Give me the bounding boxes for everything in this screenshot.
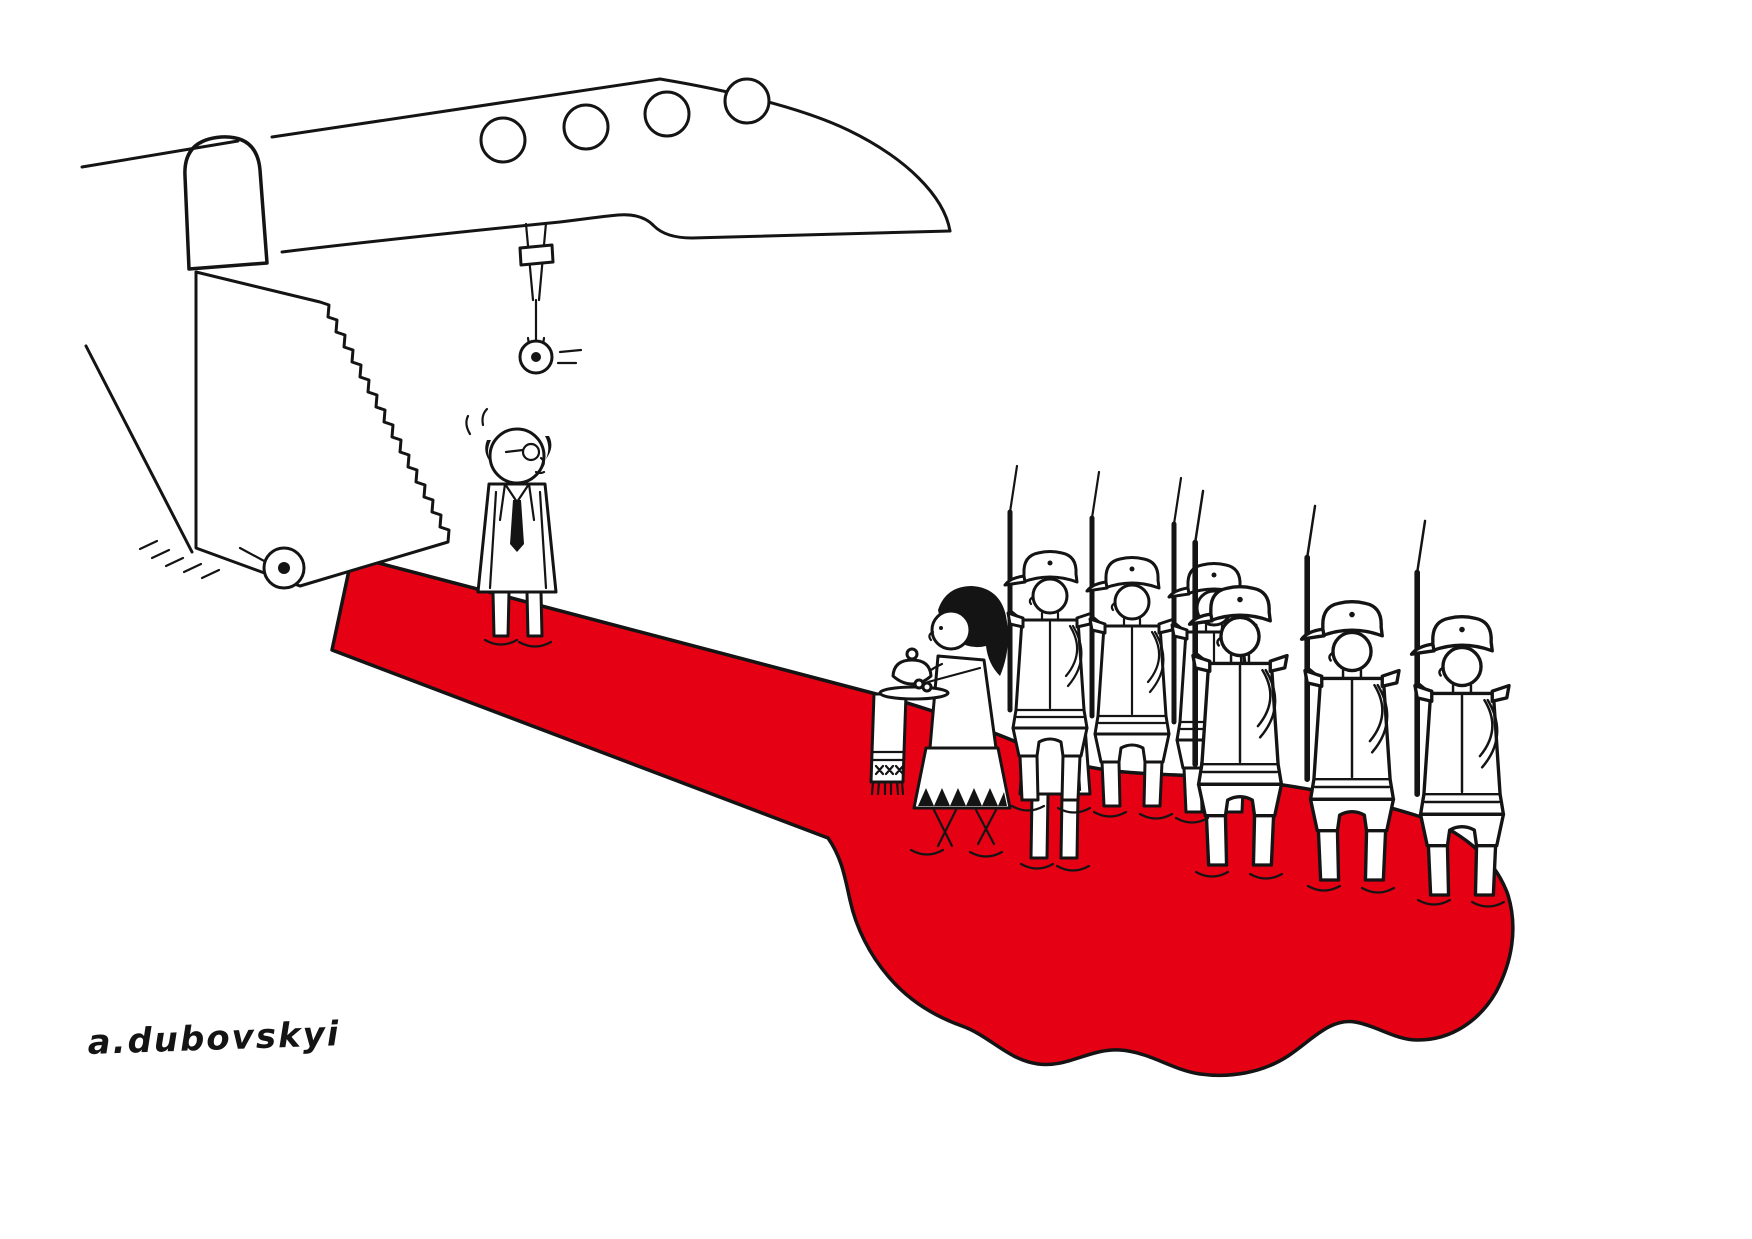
bread-loaf	[891, 658, 933, 686]
stool	[932, 808, 998, 848]
greeter-woman	[869, 586, 1012, 848]
woman-torso	[928, 654, 998, 750]
tray	[878, 685, 950, 701]
skirt-hem-pattern	[918, 788, 1007, 806]
glasses-icon	[521, 442, 541, 462]
airplane-fuselage	[80, 77, 952, 254]
woman-head	[930, 609, 972, 651]
ground-hatching	[84, 344, 221, 580]
airplane-door	[183, 135, 269, 271]
boarding-stairs	[194, 270, 451, 590]
dignitary-legs	[491, 590, 544, 638]
dignitary	[465, 407, 558, 638]
woman-hair	[938, 586, 1008, 676]
soldier	[1087, 472, 1174, 806]
woman-skirt	[912, 746, 1012, 810]
dignitary-head	[488, 427, 546, 485]
necktie	[510, 500, 524, 552]
salt-cellar	[905, 647, 919, 661]
airplane	[80, 77, 952, 375]
artist-signature: a.dubovskyi	[87, 1014, 341, 1063]
airplane-windows	[479, 77, 771, 164]
embroidered-towel	[869, 692, 908, 796]
landing-gear	[518, 221, 583, 375]
